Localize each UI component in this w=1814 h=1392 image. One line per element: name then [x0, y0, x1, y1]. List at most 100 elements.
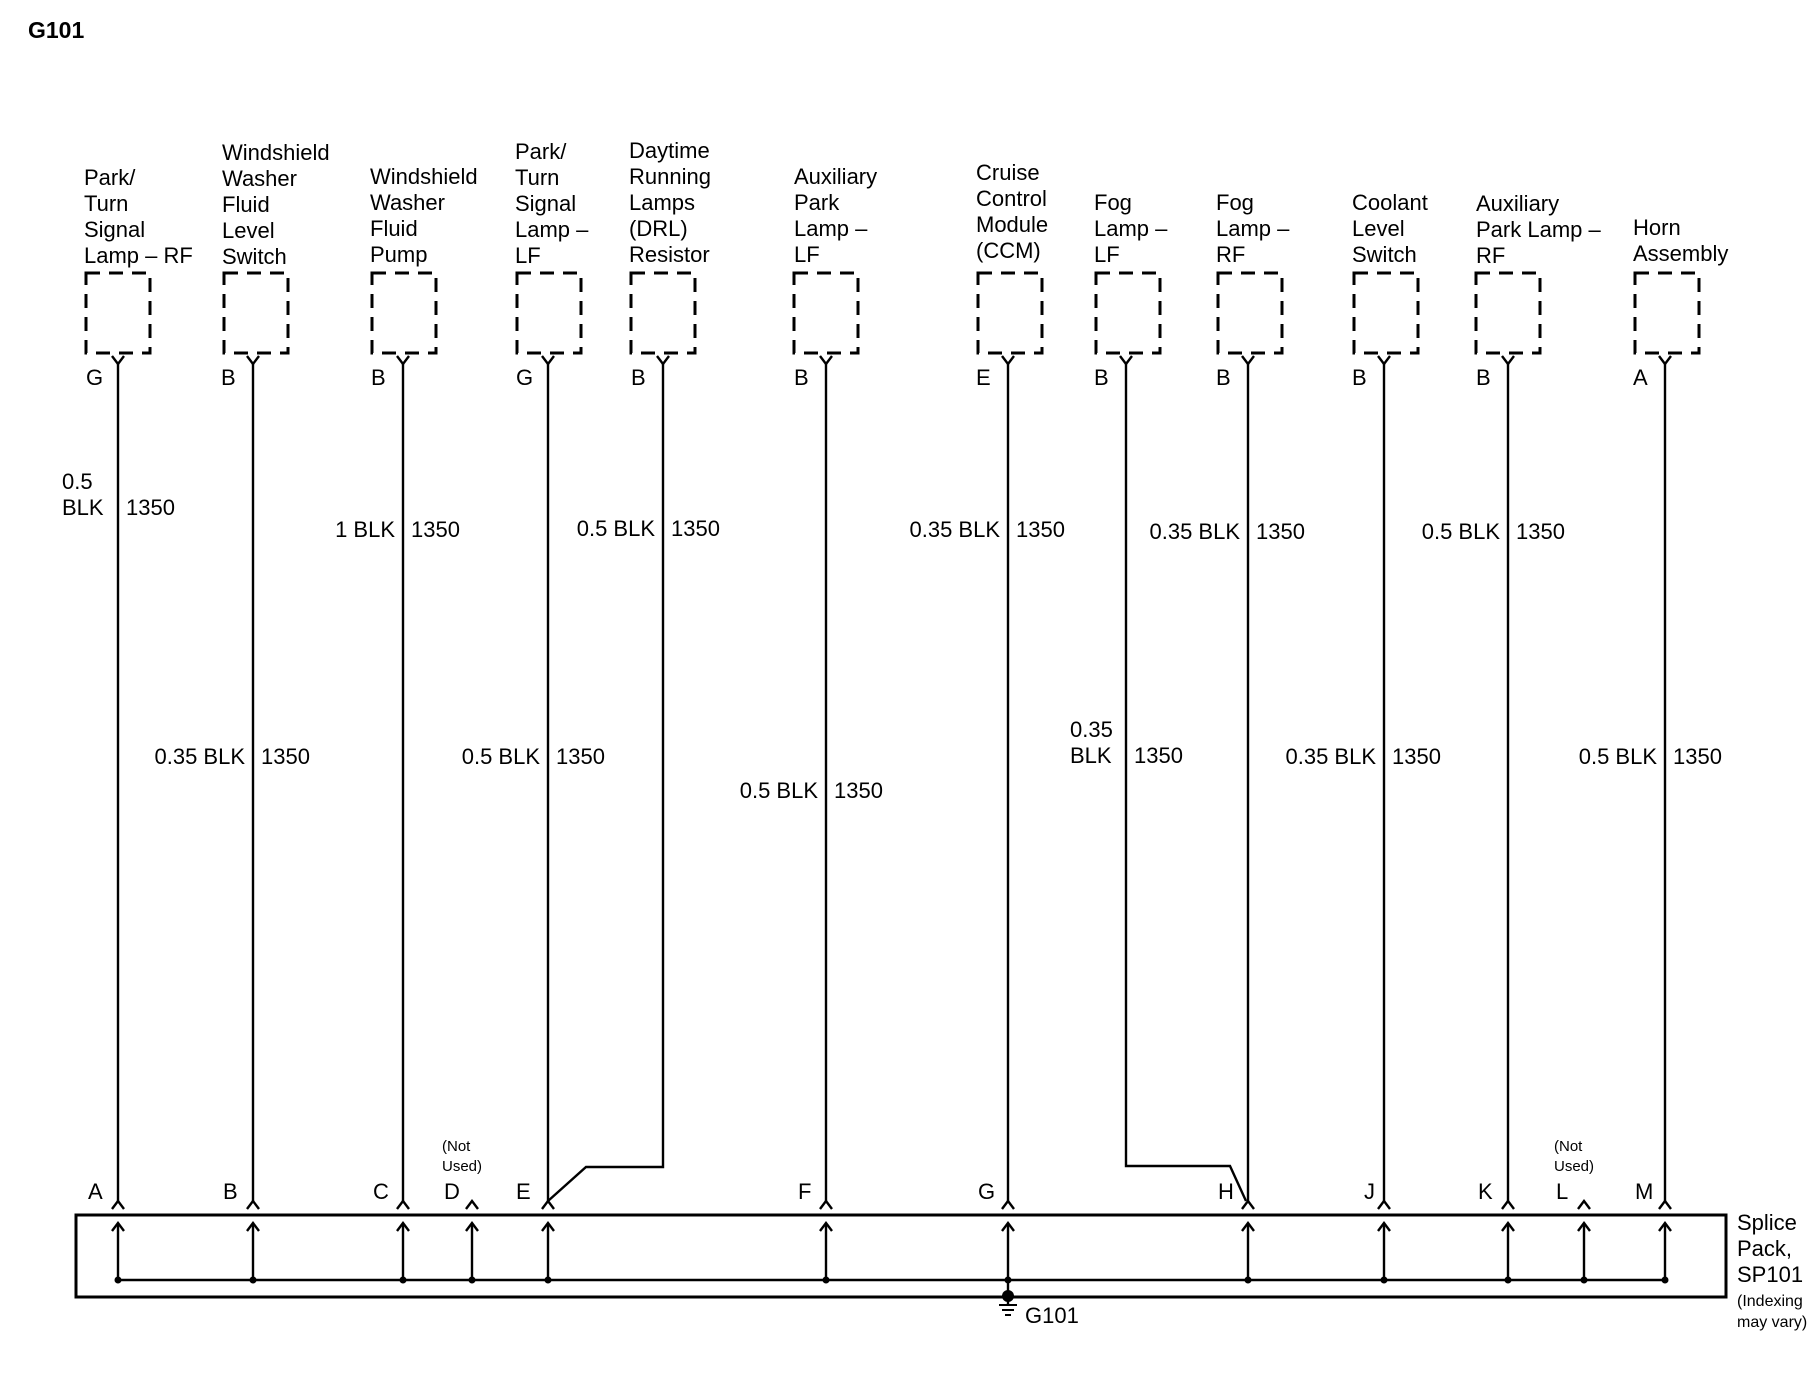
splice-pin-a: A: [88, 1179, 125, 1284]
splice-pin-label: M: [1635, 1179, 1653, 1204]
female-connector-symbol: [246, 355, 260, 366]
wire-size-color-label: 0.35 BLK: [1149, 519, 1240, 544]
component-name-line: Pump: [370, 242, 427, 267]
male-connector-symbol: [246, 1199, 260, 1210]
female-connector-symbol: [1658, 355, 1672, 366]
component-name-line: Windshield: [222, 140, 330, 165]
not-used-note: Used): [1554, 1158, 1594, 1175]
component-name-line: Coolant: [1352, 190, 1428, 215]
splice-pin-label: A: [88, 1179, 103, 1204]
splice-pin-f: F: [798, 1179, 833, 1284]
not-used-note: (Not: [1554, 1138, 1583, 1155]
splice-pack-name: Pack,: [1737, 1236, 1792, 1261]
male-connector-symbol: [1577, 1199, 1591, 1210]
female-connector-symbol: [1119, 355, 1133, 366]
wire-size-color-label: 0.35 BLK: [1285, 744, 1376, 769]
component-name-line: Fluid: [222, 192, 270, 217]
component-name-line: Turn: [84, 191, 128, 216]
circuit-number-label: 1350: [261, 744, 310, 769]
connector-pin-label: B: [1216, 365, 1231, 390]
component-name-line: Module: [976, 212, 1048, 237]
splice-internal-arrow: [1241, 1221, 1255, 1232]
male-connector-symbol: [111, 1199, 125, 1210]
component-name-line: Fluid: [370, 216, 418, 241]
component-name-line: Washer: [222, 166, 297, 191]
connector-pin-label: B: [631, 365, 646, 390]
splice-internal-arrow: [541, 1221, 555, 1232]
component-box: [370, 271, 438, 355]
connector-pin-label: B: [221, 365, 236, 390]
component-box: [1094, 271, 1162, 355]
splice-pin-label: J: [1364, 1179, 1375, 1204]
circuit-number-label: 1350: [1392, 744, 1441, 769]
female-connector-symbol: [396, 355, 410, 366]
component-name-line: LF: [515, 243, 541, 268]
component-name-line: Auxiliary: [794, 164, 877, 189]
component-box: [1352, 271, 1420, 355]
female-connector-symbol: [541, 355, 555, 366]
component-name-line: RF: [1476, 243, 1505, 268]
component-name-line: Lamp – RF: [84, 243, 193, 268]
component-name-line: Assembly: [1633, 241, 1728, 266]
circuit-number-label: 1350: [411, 517, 460, 542]
connector-pin-label: G: [516, 365, 533, 390]
splice-pin-h: H: [1218, 1179, 1255, 1284]
wire-color-label: BLK: [1070, 743, 1112, 768]
splice-internal-arrow: [1377, 1221, 1391, 1232]
wire-color-label: BLK: [62, 495, 104, 520]
female-connector-symbol: [819, 355, 833, 366]
circuit-number-label: 1350: [556, 744, 605, 769]
female-connector-symbol: [1001, 355, 1015, 366]
circuit-number-label: 1350: [1516, 519, 1565, 544]
splice-pin-label: L: [1556, 1179, 1568, 1204]
wire-size-color-label: 1 BLK: [335, 517, 395, 542]
male-connector-symbol: [819, 1199, 833, 1210]
splice-pin-g: G: [978, 1179, 1015, 1284]
component-box: [222, 271, 290, 355]
female-connector-symbol: [1241, 355, 1255, 366]
splice-internal-arrow: [1658, 1221, 1672, 1232]
component-name-line: Auxiliary: [1476, 191, 1559, 216]
connector-pin-label: G: [86, 365, 103, 390]
wire-size-color-label: 0.5 BLK: [1422, 519, 1501, 544]
component-name-line: Lamp –: [1094, 216, 1168, 241]
wire-size-label: 0.5: [62, 469, 93, 494]
component-name-line: Level: [1352, 216, 1405, 241]
splice-internal-arrow: [819, 1221, 833, 1232]
male-connector-symbol: [1501, 1199, 1515, 1210]
not-used-note: (Not: [442, 1138, 471, 1155]
splice-pin-label: C: [373, 1179, 389, 1204]
wire-size-color-label: 0.5 BLK: [740, 778, 819, 803]
splice-pin-label: K: [1478, 1179, 1493, 1204]
component-name-line: Daytime: [629, 138, 710, 163]
component-box: [515, 271, 583, 355]
component-name-line: Switch: [222, 244, 287, 269]
ground-label: G101: [1025, 1303, 1079, 1328]
splice-pin-e: E: [516, 1179, 555, 1284]
wire-size-color-label: 0.5 BLK: [1579, 744, 1658, 769]
male-connector-symbol: [396, 1199, 410, 1210]
male-connector-symbol: [541, 1199, 555, 1210]
female-connector-symbol: [1377, 355, 1391, 366]
component-box: [1474, 271, 1542, 355]
splice-pack-note: may vary): [1737, 1314, 1807, 1331]
component-name-line: Level: [222, 218, 275, 243]
component-name-line: Park/: [515, 139, 567, 164]
female-connector-symbol: [111, 355, 125, 366]
component-name-line: LF: [794, 242, 820, 267]
wire-size-color-label: 0.35 BLK: [909, 517, 1000, 542]
male-connector-symbol: [1241, 1199, 1255, 1210]
component-name-line: Washer: [370, 190, 445, 215]
